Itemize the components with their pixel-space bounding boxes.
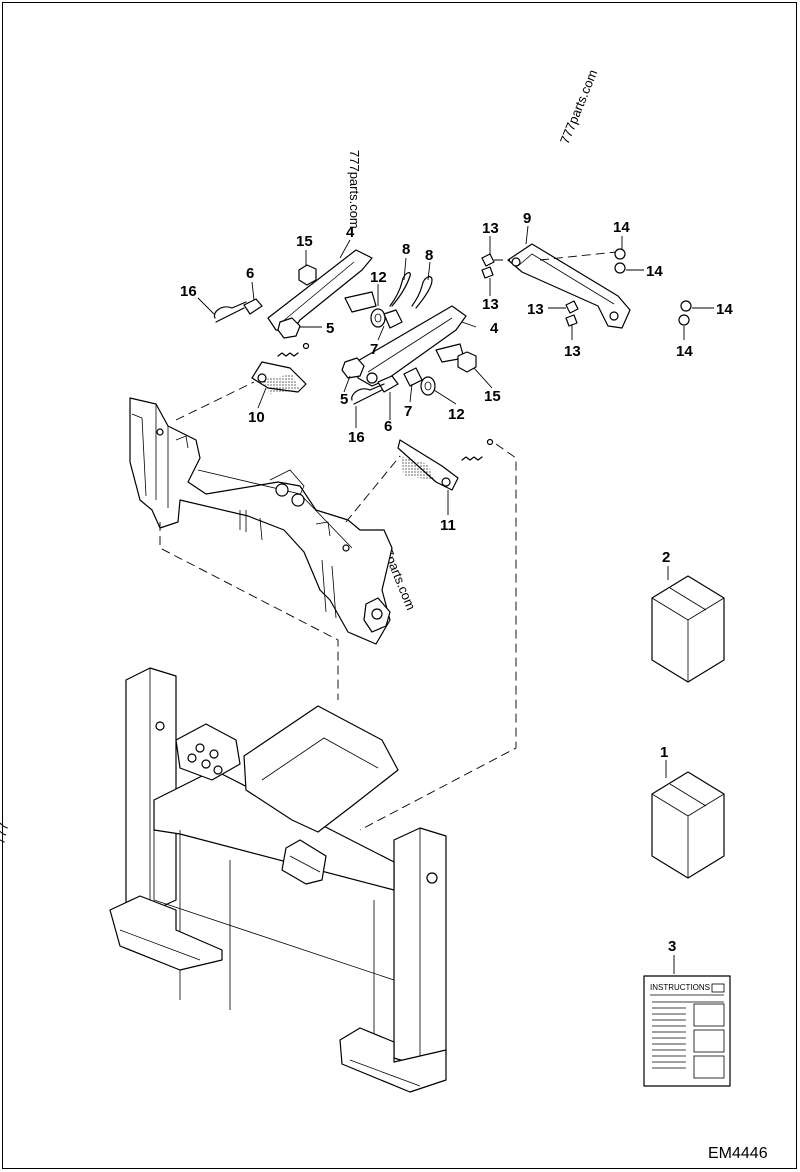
bracket-part-9 [507,243,631,329]
spring-clip-part-8-left [389,272,411,307]
bushing-part-5-lower [341,357,365,379]
text-lines [652,1001,724,1069]
package-part-2 [651,575,725,683]
bolt-part-13 [481,253,579,327]
pin-part-6-lower [377,375,399,393]
cotter-pin-part-16-upper [213,301,247,323]
latch-part-10 [251,342,310,394]
pin-part-7-lower [403,367,423,387]
callout-14-d: 14 [676,343,693,360]
nut-part-14 [614,248,692,326]
callout-12-lower: 12 [448,406,465,423]
cotter-pin-part-16-lower [351,383,385,405]
instructions-label: INSTRUCTIONS [650,983,710,992]
watermark: 777parts.com [347,150,362,229]
nut-part-15-upper [298,264,317,286]
pin-part-7-upper [383,309,403,329]
callout-7-lower: 7 [404,403,412,420]
callout-4-upper: 4 [346,224,355,241]
callout-6-upper: 6 [246,265,254,282]
callout-13-c: 13 [527,301,544,318]
drawing-code: EM4446 [708,1145,768,1162]
callout-8-right: 8 [425,247,433,264]
callout-4-lower: 4 [490,320,499,337]
callout-14-a: 14 [613,219,630,236]
callout-5-upper: 5 [326,320,334,337]
bushing-part-5-upper [277,317,301,339]
callout-2: 2 [662,549,670,566]
lever-part-4-lower [355,305,467,387]
callout-12-upper: 12 [370,269,387,286]
latch-part-11 [397,438,494,491]
callout-14-b: 14 [646,263,663,280]
watermark: 777parts.com [557,67,600,146]
callout-3: 3 [668,938,676,955]
callout-10: 10 [248,409,265,426]
callout-6-lower: 6 [384,418,392,435]
lever-part-4-upper [267,249,377,333]
callout-8-left: 8 [402,241,410,258]
instructions-manual-part-3: INSTRUCTIONS [643,975,731,1087]
leader-lines [197,225,714,974]
frame-assembly [109,667,447,1093]
washer-part-12-upper [370,308,386,328]
callout-13-a: 13 [482,220,499,237]
package-part-1 [651,771,725,879]
washer-part-12-lower [420,376,436,396]
callout-7-upper: 7 [370,341,378,358]
callout-15-lower: 15 [484,388,501,405]
callout-15-upper: 15 [296,233,313,250]
watermark: 777 [0,821,11,845]
spring-clip-part-8-right [411,276,433,309]
callout-13-b: 13 [482,296,499,313]
callout-14-c: 14 [716,301,733,318]
callout-16-lower: 16 [348,429,365,446]
callout-9: 9 [523,210,531,227]
callout-11: 11 [440,517,456,534]
callouts: 1 2 3 4 4 5 5 6 6 7 7 8 8 9 10 11 12 12 … [180,210,733,955]
mounting-plate-assembly [129,397,393,645]
pin-part-6-upper [243,298,263,315]
nut-part-15-lower [457,351,477,373]
callout-1: 1 [660,744,668,761]
callout-5-lower: 5 [340,391,348,408]
callout-13-d: 13 [564,343,581,360]
callout-16-upper: 16 [180,283,197,300]
